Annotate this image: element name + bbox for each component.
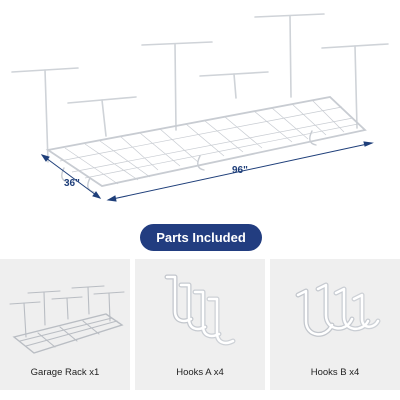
part-panel-garage-rack: Garage Rack x1 [0, 259, 130, 390]
part-caption-hooks-a: Hooks A x4 [176, 367, 224, 378]
width-dimension-label: 96" [232, 165, 248, 176]
hooks-a-icon [164, 274, 236, 346]
depth-dimension-label: 36" [64, 178, 80, 189]
part-caption-hooks-b: Hooks B x4 [310, 367, 360, 378]
overhead-rack-icon [11, 13, 389, 202]
garage-rack-icon [9, 285, 125, 354]
hooks-b-icon [295, 282, 381, 337]
part-caption-garage-rack: Garage Rack x1 [30, 367, 100, 378]
parts-included-banner: Parts Included [140, 224, 262, 251]
part-panel-hooks-b: Hooks B x4 [270, 259, 400, 390]
product-hero: 96" 36" [11, 13, 389, 202]
part-panel-hooks-a: Hooks A x4 [135, 259, 265, 390]
